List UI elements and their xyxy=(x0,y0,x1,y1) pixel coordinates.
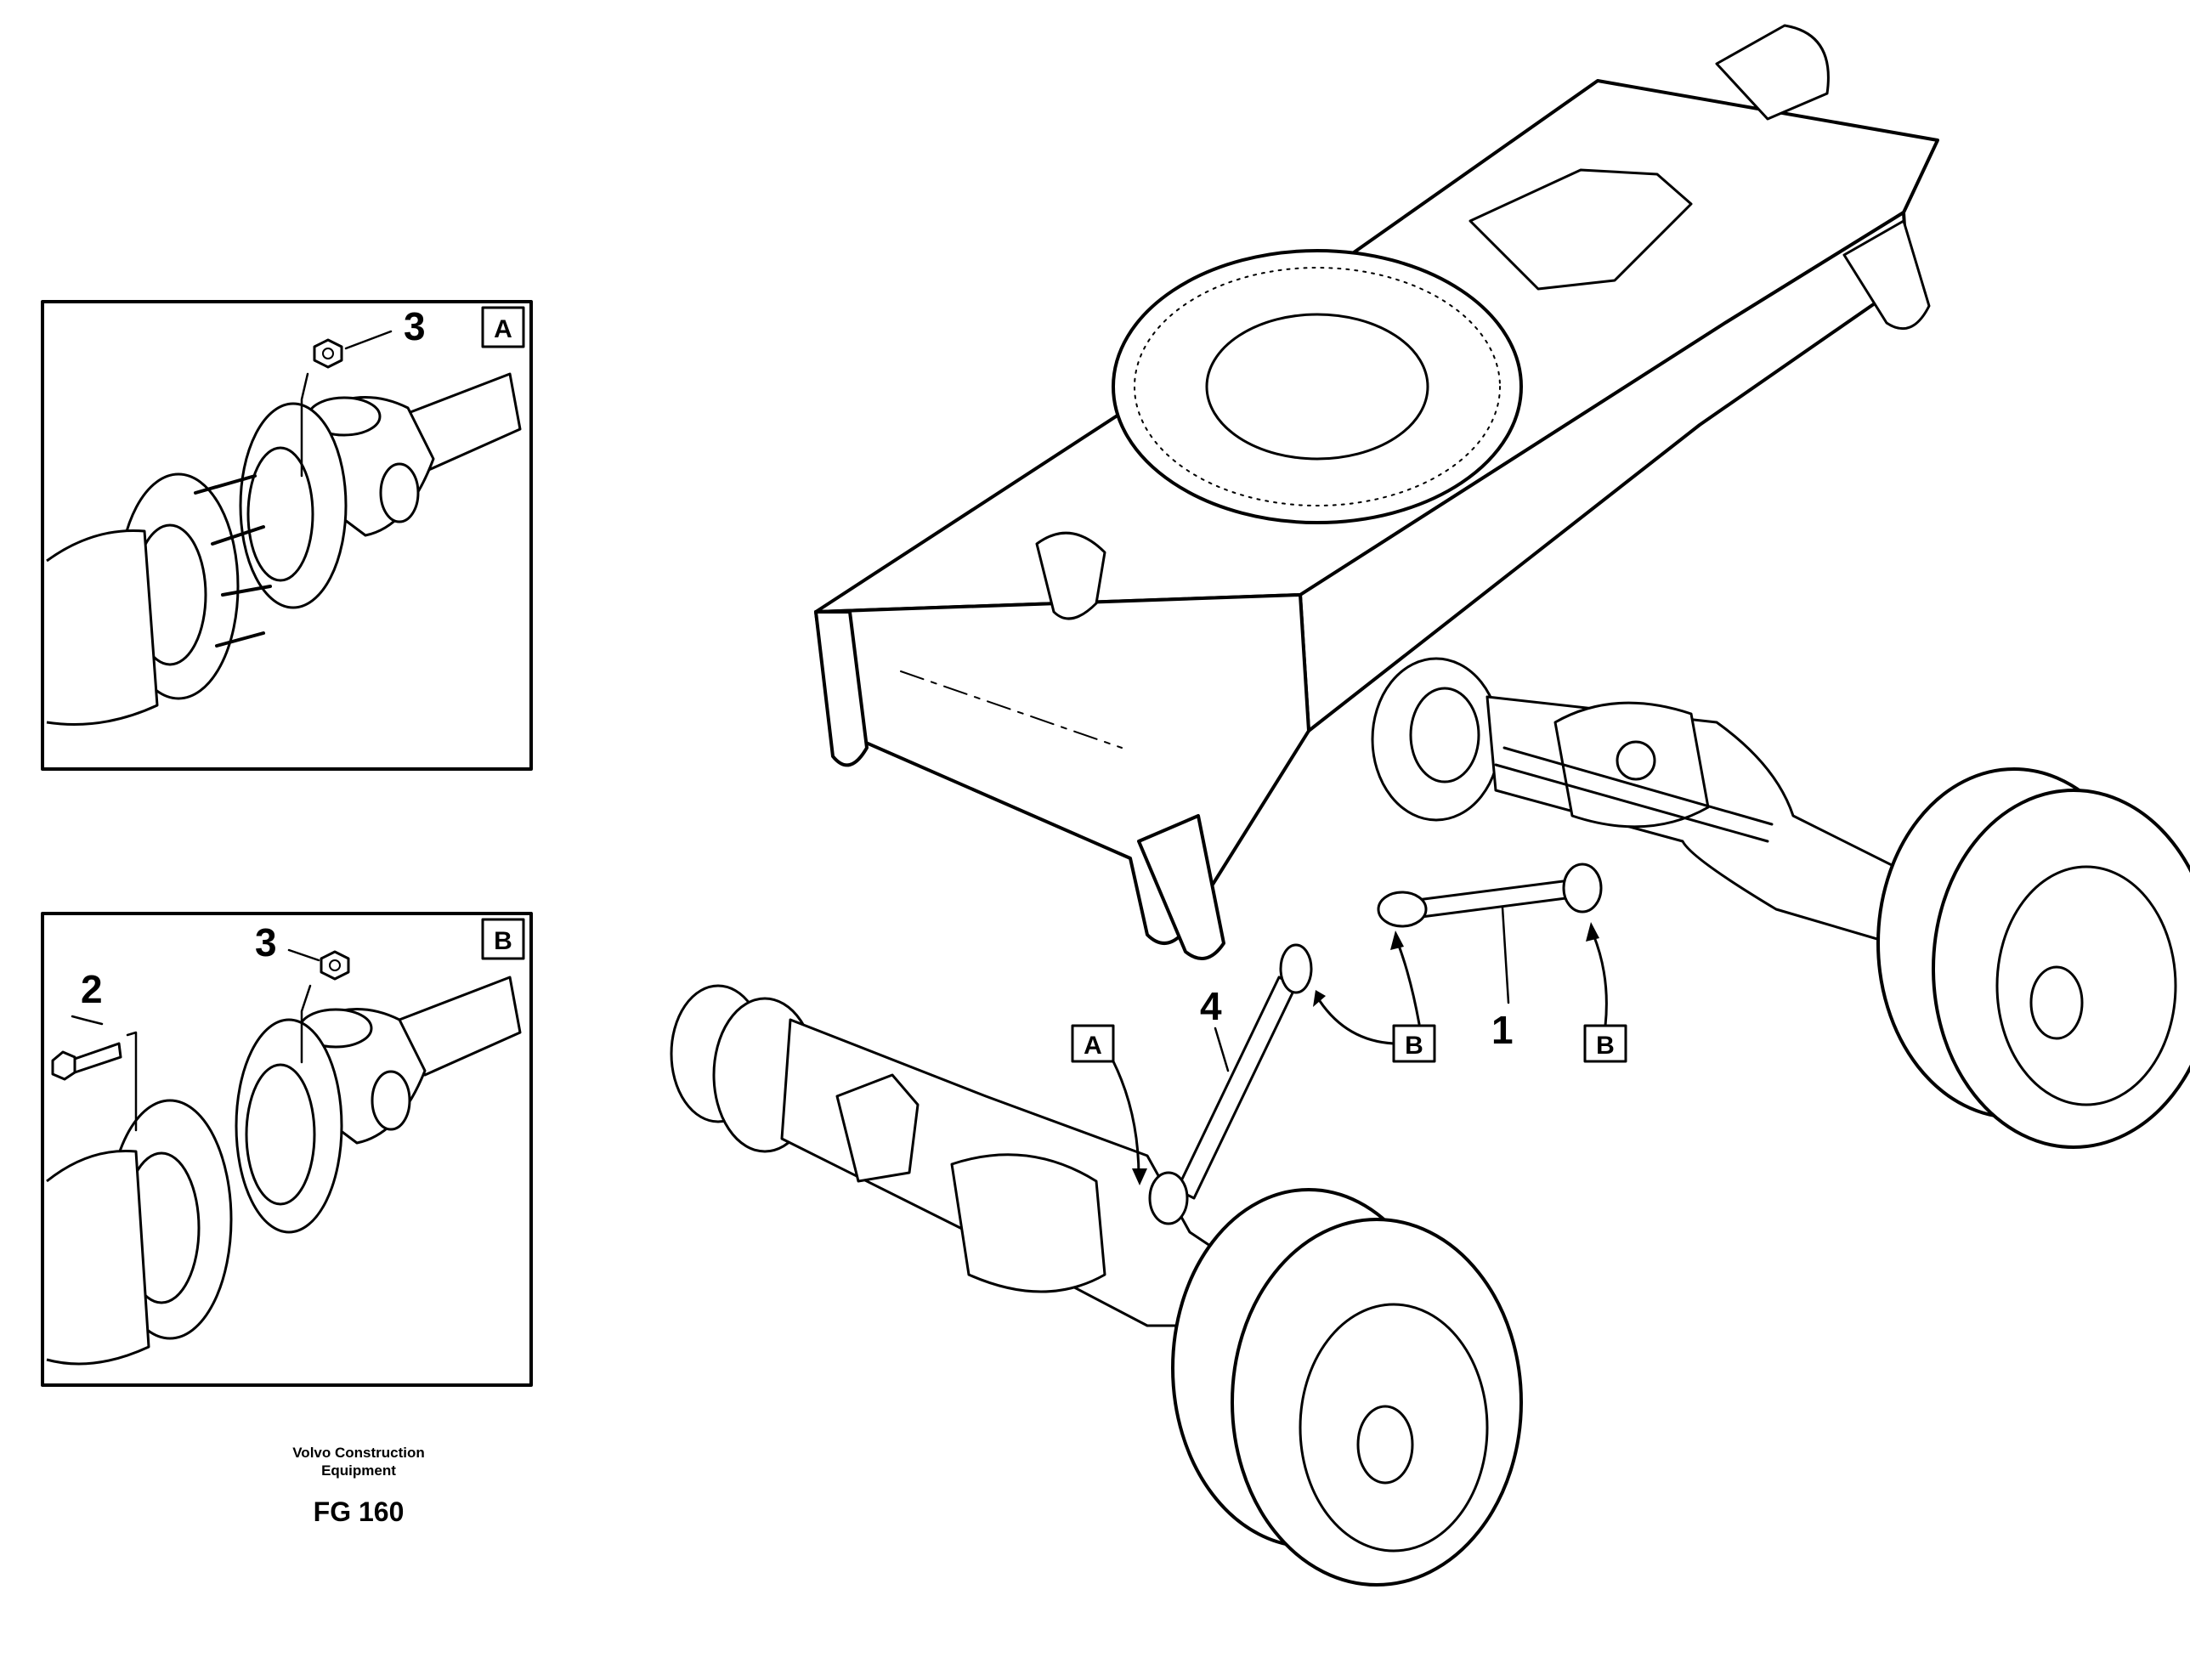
callout-shaft-front: 4 xyxy=(1200,984,1222,1028)
rear-axle xyxy=(1371,657,2190,1149)
inset-b-yoke-eye xyxy=(371,1070,411,1131)
inset-a-nut-hole xyxy=(322,348,334,359)
ref-arrowhead-shaft1-joint xyxy=(1586,922,1599,942)
rear-axle-left-hub-cap xyxy=(1409,687,1480,783)
inset-b-callout-bolt: 2 xyxy=(81,967,103,1011)
inset-b-flange-boss xyxy=(245,1063,316,1206)
inset-a-nut-leader xyxy=(344,330,393,350)
inset-b-tag-box xyxy=(481,918,525,960)
frame-front-face xyxy=(814,593,1310,945)
front-axle xyxy=(670,984,1523,1587)
callout-shaft-rear: 1 xyxy=(1491,1008,1514,1052)
shaft-1-rear-joint xyxy=(1562,863,1603,914)
inset-a-tag-box xyxy=(481,306,525,348)
front-wheel-hub xyxy=(1356,1405,1414,1485)
inset-b-callout-nut: 3 xyxy=(255,920,277,964)
rear-wheel-rim xyxy=(1995,865,2177,1106)
shaft-4-front-joint xyxy=(1148,1171,1189,1225)
inset-a-callout-nut: 3 xyxy=(404,304,426,348)
callout-shaft-rear-leader xyxy=(1501,906,1510,1004)
inset-b-axle-housing xyxy=(46,1149,150,1366)
ref-arrow-shaft4-end xyxy=(1318,999,1395,1045)
inset-a-nut-position-line xyxy=(300,372,309,478)
inset-a-nut xyxy=(313,338,343,369)
front-axle-mount-bracket xyxy=(835,1073,920,1183)
rear-wheel-hub xyxy=(2029,965,2084,1040)
inset-b-nut-position-line xyxy=(300,984,312,1064)
swing-bearing-teeth xyxy=(1134,267,1501,506)
shaft-1-tube xyxy=(1409,878,1581,919)
main-assembly: 4 1 A B B xyxy=(670,24,2190,1587)
inset-a: A 3 xyxy=(41,300,533,771)
inset-a-flange-boss xyxy=(246,446,314,582)
propeller-shaft-rear xyxy=(1377,863,1603,928)
swing-bearing-opening xyxy=(1205,313,1429,461)
footer: Volvo Construction Equipment FG 160 xyxy=(292,1445,425,1527)
inset-b-bolt xyxy=(51,1042,122,1081)
inset-a-studs xyxy=(194,474,272,648)
ref-arrow-shaft1-joint xyxy=(1592,933,1608,1027)
boom-mount xyxy=(1715,24,1830,121)
frame-front-bracket xyxy=(1035,531,1106,620)
ref-box-front-joint xyxy=(1071,1024,1115,1063)
footer-figure-code: FG 160 xyxy=(314,1496,405,1527)
inset-b-bolt-leader xyxy=(71,1015,104,1026)
inset-b-nut-leader xyxy=(287,948,320,962)
ref-arrowhead-front-joint xyxy=(1132,1168,1147,1185)
ref-box-shaft4-end-label: B xyxy=(1405,1032,1423,1060)
rear-right-lug xyxy=(1842,219,1931,331)
shaft-1-front-flange xyxy=(1377,891,1428,928)
ref-arrowhead-shaft4-end xyxy=(1313,990,1326,1007)
chassis-frame xyxy=(814,24,1939,960)
inset-b-bolt-position-line xyxy=(126,1031,138,1132)
inset-b-frame xyxy=(41,912,533,1387)
ref-arrow-shaft1-end xyxy=(1396,942,1421,1026)
ref-arrow-front-joint xyxy=(1112,1060,1140,1179)
inset-a-yoke-eye xyxy=(379,462,420,523)
shaft-4-tube xyxy=(1175,976,1298,1200)
inset-a-frame xyxy=(41,300,533,771)
inset-a-axle-housing xyxy=(46,529,159,726)
ref-box-shaft1-joint-label: B xyxy=(1596,1032,1615,1060)
frame-centerline xyxy=(900,670,1123,749)
footer-company-line2: Equipment xyxy=(321,1462,396,1479)
footer-company-line1: Volvo Construction xyxy=(292,1445,425,1461)
callout-shaft-front-leader xyxy=(1214,1027,1230,1072)
frame-front-left-leg xyxy=(814,610,869,767)
inset-b-nut xyxy=(320,950,350,981)
ref-arrowhead-shaft1-end xyxy=(1390,931,1404,950)
propeller-shaft-front xyxy=(1148,943,1313,1225)
frame-front-right-leg xyxy=(1137,814,1225,960)
inset-b-nut-hole xyxy=(329,959,341,971)
ref-box-front-joint-label: A xyxy=(1084,1032,1102,1060)
rear-axle-pinion-seal xyxy=(1616,740,1656,781)
shaft-4-rear-flange xyxy=(1279,943,1313,994)
rear-axle-tie-rod xyxy=(1494,746,1774,843)
rear-frame-opening xyxy=(1468,168,1693,291)
front-axle-differential xyxy=(950,1153,1106,1293)
inset-b: B 2 3 xyxy=(41,912,533,1387)
inset-b-tag: B xyxy=(494,927,512,955)
inset-a-tag: A xyxy=(494,315,512,343)
